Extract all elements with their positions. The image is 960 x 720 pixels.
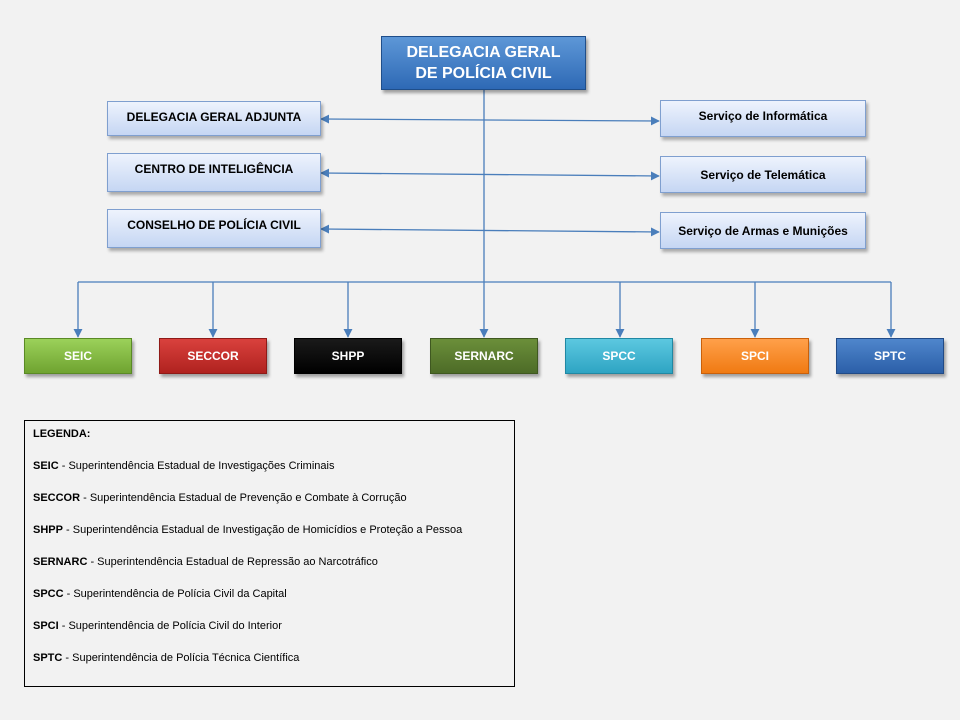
legend-entry-spci: SPCI - Superintendência de Polícia Civil… [33,619,506,651]
unit-sptc: SPTC [836,338,944,374]
legend-abbr: SHPP [33,524,63,536]
legend-desc: - Superintendência Estadual de Repressão… [87,556,378,568]
legend-desc: - Superintendência de Polícia Civil da C… [63,588,287,600]
legend-box: LEGENDA: SEIC - Superintendência Estadua… [24,420,515,687]
legend-entry-sptc: SPTC - Superintendência de Polícia Técni… [33,651,506,683]
legend-desc: - Superintendência Estadual de Investiga… [62,524,463,536]
box-delegacia-geral-adjunta: DELEGACIA GERAL ADJUNTA [107,101,321,136]
legend-desc: - Superintendência Estadual de Investiga… [58,460,335,472]
legend-entry-seic: SEIC - Superintendência Estadual de Inve… [33,459,506,491]
unit-label: SECCOR [187,349,239,363]
legend-abbr: SPCI [33,620,59,632]
unit-spcc: SPCC [565,338,673,374]
legend-entry-seccor: SECCOR - Superintendência Estadual de Pr… [33,491,506,523]
root-title-line1: DELEGACIA GERAL [406,44,561,61]
legend-abbr: SPTC [33,652,63,664]
unit-label: SEIC [63,349,92,363]
box-label: Serviço de Telemática [700,167,826,182]
link-conselho-armas [320,224,660,237]
box-servico-armas-municoes: Serviço de Armas e Munições [660,212,866,249]
root-delegacia-geral: DELEGACIA GERAL DE POLÍCIA CIVIL [381,36,586,90]
unit-sernarc: SERNARC [430,338,538,374]
link-centro-inteligencia-telematica [320,168,660,181]
legend-title: LEGENDA: [33,428,91,440]
legend-abbr: SECCOR [33,492,81,504]
legend-desc: - Superintendência de Polícia Técnica Ci… [62,652,300,664]
root-title-line2: DE POLÍCIA CIVIL [415,65,552,82]
box-label: DELEGACIA GERAL ADJUNTA [126,110,302,124]
unit-spci: SPCI [701,338,809,374]
unit-label: SPCI [740,349,769,363]
box-label: CONSELHO DE POLÍCIA CIVIL [127,218,301,232]
unit-label: SHPP [331,349,365,363]
box-centro-inteligencia: CENTRO DE INTELIGÊNCIA [107,153,321,192]
legend-abbr: SEIC [33,460,59,472]
unit-shpp: SHPP [294,338,402,374]
legend-desc: - Superintendência Estadual de Prevenção… [80,492,407,504]
unit-label: SPCC [602,349,636,363]
legend-desc: - Superintendência de Polícia Civil do I… [58,620,282,632]
legend-abbr: SERNARC [33,556,88,568]
legend-entry-spcc: SPCC - Superintendência de Polícia Civil… [33,587,506,619]
legend-abbr: SPCC [33,588,64,600]
link-delegacia-adjunta-informatica [320,114,660,126]
unit-label: SERNARC [454,349,514,363]
box-servico-telematica: Serviço de Telemática [660,156,866,193]
box-servico-informatica: Serviço de Informática [660,100,866,137]
unit-seic: SEIC [24,338,132,374]
legend-entry-shpp: SHPP - Superintendência Estadual de Inve… [33,523,506,555]
box-label: Serviço de Armas e Munições [678,223,848,238]
unit-seccor: SECCOR [159,338,267,374]
box-conselho-policia-civil: CONSELHO DE POLÍCIA CIVIL [107,209,321,248]
unit-label: SPTC [873,349,906,363]
box-label: Serviço de Informática [698,109,828,123]
box-label: CENTRO DE INTELIGÊNCIA [134,162,294,176]
legend-entry-sernarc: SERNARC - Superintendência Estadual de R… [33,555,506,587]
